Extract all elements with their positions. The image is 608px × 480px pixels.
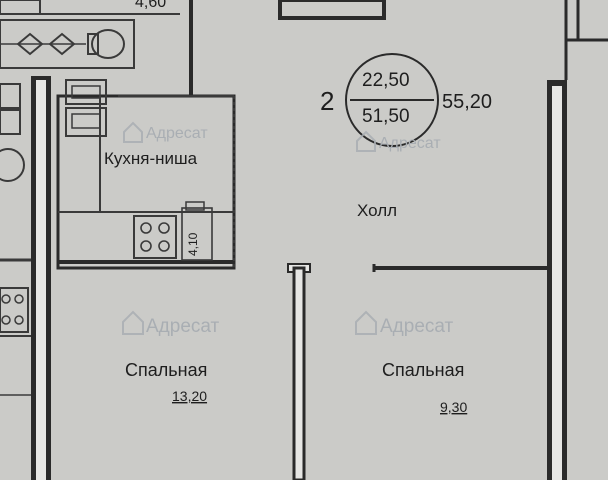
bedroom-right-label: Спальная xyxy=(382,360,464,380)
left-stove-burner xyxy=(14,315,24,325)
watermarks xyxy=(122,121,377,335)
kitchen-hood xyxy=(185,201,205,211)
watermark-logo-icon xyxy=(355,310,377,335)
total-area-inner: 51,50 xyxy=(362,106,410,127)
bedroom-partition xyxy=(292,266,306,480)
toilet-tank xyxy=(87,33,99,55)
left-stove xyxy=(0,287,29,333)
top-room-area: 4,60 xyxy=(135,0,166,11)
rooms-count: 2 xyxy=(320,86,334,116)
watermark-text: Адресат xyxy=(380,316,454,337)
summary-circle xyxy=(345,53,439,147)
living-area: 22,50 xyxy=(362,70,410,91)
left-stove-burner xyxy=(14,294,24,304)
top-left-corner-wall xyxy=(0,0,41,15)
left-sink xyxy=(0,148,25,182)
right-wall-group xyxy=(547,0,608,480)
toilet-icon xyxy=(91,29,125,59)
kitchen-niche xyxy=(56,79,236,270)
appliance-box xyxy=(65,107,107,137)
bedroom-right-area: 9,30 xyxy=(440,399,467,415)
hall-label: Холл xyxy=(357,201,397,220)
watermark-logo-icon xyxy=(122,310,144,335)
left-appliance-box xyxy=(0,109,21,135)
stove-icon xyxy=(133,215,177,259)
unit-summary xyxy=(345,53,439,147)
left-appliance-box xyxy=(0,83,21,109)
kitchen-area-box xyxy=(181,207,213,261)
stove-burner xyxy=(140,222,152,234)
watermark-logo-icon xyxy=(356,130,376,152)
appliance-box xyxy=(65,79,107,105)
left-stove-burner xyxy=(1,294,11,304)
watermark-text: Адресат xyxy=(379,135,441,152)
top-center-wall xyxy=(278,0,386,20)
left-strip xyxy=(0,76,51,480)
bathroom-top xyxy=(0,19,135,69)
bedroom-left-label: Спальная xyxy=(125,360,207,380)
bedroom-left-area: 13,20 xyxy=(172,388,207,404)
right-wall-inner xyxy=(552,86,562,480)
watermark-logo-icon xyxy=(123,121,143,143)
stove-burner xyxy=(158,222,170,234)
watermark-text: Адресат xyxy=(146,125,208,142)
bathroom-outline xyxy=(0,19,135,69)
appliance-inner xyxy=(71,113,101,129)
watermark-text: Адресат xyxy=(146,316,220,337)
total-area: 55,20 xyxy=(442,91,492,113)
left-stove-burner xyxy=(1,315,11,325)
stove-burner xyxy=(140,240,152,252)
partitions xyxy=(287,263,547,480)
stove-burner xyxy=(158,240,170,252)
kitchen-area: 4,10 xyxy=(186,232,200,256)
kitchen-label: Кухня-ниша xyxy=(104,149,198,168)
left-wall-inner xyxy=(36,80,46,480)
appliance-inner xyxy=(71,85,101,99)
